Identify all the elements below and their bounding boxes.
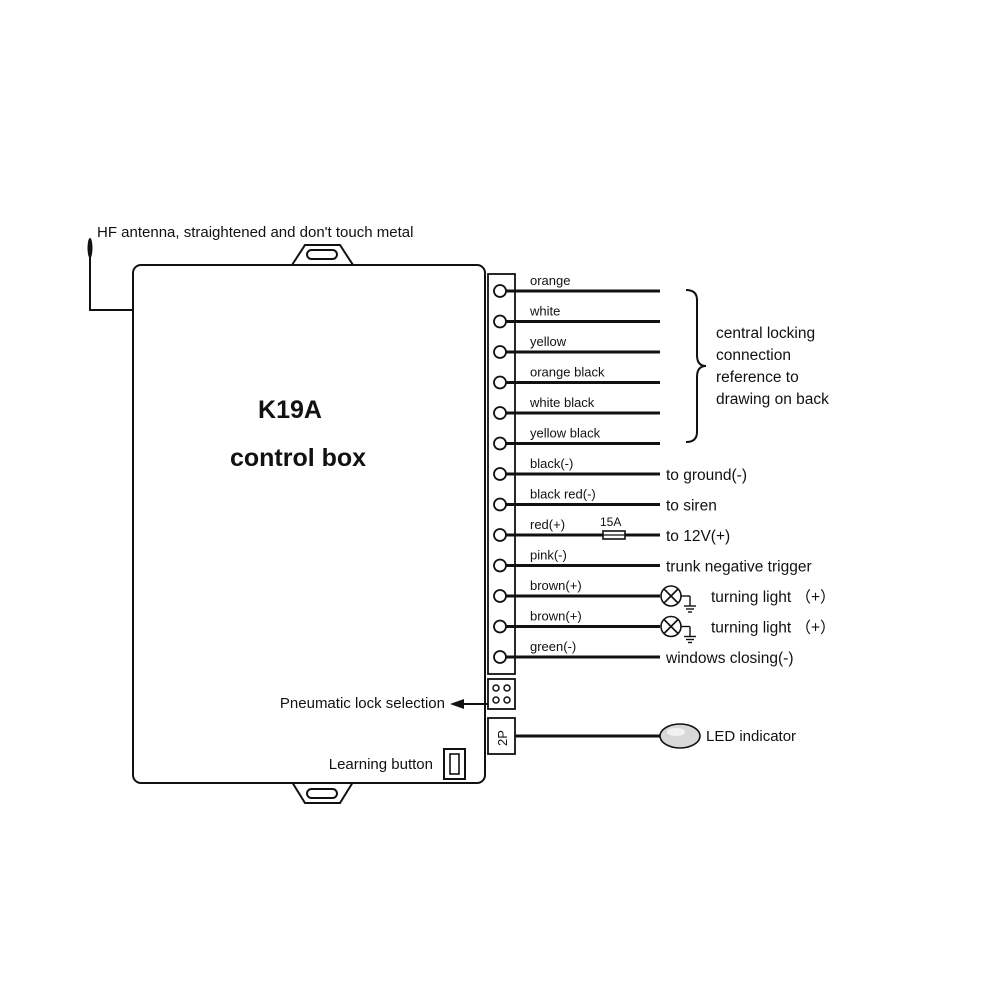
wire-row: black(-) to ground(-) — [493, 456, 747, 484]
wire-row: yellow black — [493, 426, 660, 451]
wire-row: orange — [493, 273, 660, 298]
pneumatic-jumper — [487, 678, 516, 710]
wire-label: pink(-) — [530, 548, 567, 563]
wire-destination: to ground(-) — [666, 467, 747, 484]
terminal-pin — [493, 406, 507, 420]
central-locking-note-line: central locking — [716, 325, 815, 342]
lamp-icon — [660, 585, 682, 607]
wire-row: white — [493, 304, 660, 329]
wire-row: 15A red(+) to 12V(+) — [493, 515, 730, 545]
central-locking-note-line: connection — [716, 347, 791, 364]
wire-row: yellow — [493, 334, 660, 359]
central-locking-note-line: drawing on back — [716, 391, 829, 408]
pneumatic-label: Pneumatic lock selection — [280, 695, 445, 712]
wire-label: yellow black — [530, 426, 601, 441]
wire-destination: to siren — [666, 498, 717, 515]
terminal-pin — [493, 528, 507, 542]
terminal-pin — [493, 284, 507, 298]
wire-row: green(-) windows closing(-) — [493, 639, 793, 667]
terminal-pin — [493, 467, 507, 481]
wire-label: green(-) — [530, 639, 576, 654]
wire-label: black(-) — [530, 456, 573, 471]
box-title: K19A — [258, 396, 322, 424]
wire-destination: turning light （+） — [711, 620, 836, 637]
terminal-pin — [493, 589, 507, 603]
wire-row: orange black — [493, 365, 660, 390]
terminal-pin — [493, 314, 507, 329]
wire-destination: windows closing(-) — [665, 650, 793, 667]
terminal-pin — [493, 345, 507, 359]
control-box — [132, 264, 486, 784]
wire-label: brown(+) — [530, 578, 582, 593]
wire-destination: to 12V(+) — [666, 528, 730, 545]
wire-row: brown(+) turning light （+） — [493, 609, 836, 644]
fuse-label: 15A — [600, 515, 621, 529]
wire-row: pink(-) trunk negative trigger — [493, 548, 812, 576]
wire-label: orange black — [530, 365, 605, 380]
led-label: LED indicator — [706, 728, 796, 745]
wire-row: brown(+) turning light （+） — [493, 578, 836, 613]
wire-harness: orange white yellow orange black white black… — [493, 273, 836, 667]
ground-icon — [681, 625, 696, 644]
connector-2p-label: 2P — [495, 730, 510, 746]
top-mounting-tab — [290, 244, 355, 266]
wire-label: black red(-) — [530, 487, 596, 502]
learning-label: Learning button — [329, 756, 433, 773]
antenna-label: HF antenna, straightened and don't touch… — [97, 224, 413, 241]
central-locking-note: central locking connection reference to dra… — [716, 325, 829, 408]
wire-label: white black — [529, 395, 595, 410]
wire-label: yellow — [530, 334, 567, 349]
terminal-pin — [493, 558, 507, 573]
led-icon — [659, 723, 701, 749]
terminal-pin — [493, 375, 507, 390]
bottom-mounting-tab — [290, 781, 355, 804]
terminal-pin — [493, 497, 507, 512]
central-locking-note-line: reference to — [716, 369, 799, 386]
lamp-icon — [660, 615, 682, 638]
connector-2p: 2P — [487, 717, 516, 755]
terminal-pin — [493, 436, 507, 451]
ground-icon — [681, 595, 696, 613]
wire-label: red(+) — [530, 517, 565, 532]
arrow-left-icon — [450, 699, 488, 709]
wire-row: black red(-) to siren — [493, 487, 717, 515]
box-subtitle: control box — [230, 444, 366, 472]
wire-row: white black — [493, 395, 660, 420]
wire-label: white — [529, 304, 560, 319]
wire-destination: turning light （+） — [711, 589, 836, 606]
terminal-pin — [493, 619, 507, 634]
terminal-pin — [493, 650, 507, 664]
wire-label: brown(+) — [530, 609, 582, 624]
central-locking-brace — [685, 289, 707, 443]
push-button-icon — [443, 748, 466, 780]
fuse-icon — [602, 530, 626, 540]
wire-destination: trunk negative trigger — [666, 559, 812, 576]
antenna-icon — [87, 238, 133, 311]
wire-label: orange — [530, 273, 570, 288]
